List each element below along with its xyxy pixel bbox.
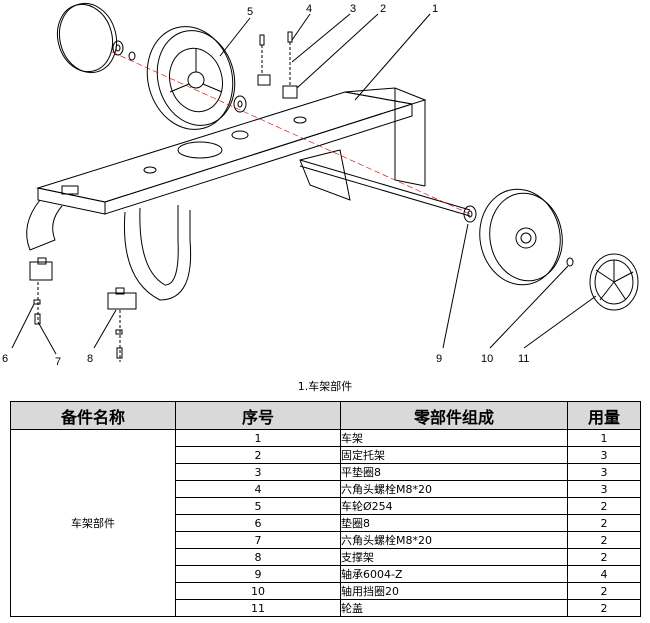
row-number: 1 [175,429,341,447]
support-legs [123,205,192,301]
row-number: 6 [175,514,341,532]
row-part: 车轮Ø254 [340,497,568,515]
callout-3: 3 [350,3,356,15]
row-number: 9 [175,565,341,583]
left-bearing [112,40,124,56]
row-number: 7 [175,531,341,549]
row-qty: 3 [567,446,641,464]
row-part: 垫圈8 [340,514,568,532]
retaining-ring [566,257,574,267]
left-retainer [128,51,136,61]
table-row: 3 平垫圈8 3 [11,463,641,481]
table-row: 11 轮盖 2 [11,599,641,617]
table-header-row: 备件名称 序号 零部件组成 用量 [10,401,641,430]
table-row: 4 六角头螺栓M8*20 3 [11,480,641,498]
row-qty: 3 [567,480,641,498]
header-number: 序号 [175,401,341,430]
support-bracket-left [29,257,53,325]
row-part: 轴承6004-Z [340,565,568,583]
callout-6: 6 [2,353,8,365]
callout-1: 1 [432,3,438,15]
row-number: 11 [175,599,341,617]
left-wheel [146,26,236,130]
row-qty: 2 [567,497,641,515]
rear-leg-left [26,199,63,251]
fixing-bracket [257,31,298,99]
row-part: 轴用挡圈20 [340,582,568,600]
right-wheel-cover [589,253,639,311]
parts-table: 备件名称 序号 零部件组成 用量 车架部件 1 车架 1 2 固定托架 3 3 … [10,401,641,617]
row-qty: 2 [567,514,641,532]
callout-5: 5 [247,6,253,18]
row-number: 8 [175,548,341,566]
right-wheel [479,188,563,286]
group-name-cell: 车架部件 [10,429,176,617]
row-part: 六角头螺栓M8*20 [340,480,568,498]
row-part: 六角头螺栓M8*20 [340,531,568,549]
row-number: 2 [175,446,341,464]
header-part-name: 备件名称 [10,401,176,430]
row-part: 轮盖 [340,599,568,617]
callout-7: 7 [55,356,61,365]
figure-caption: 1.车架部件 [297,380,353,393]
row-number: 10 [175,582,341,600]
header-components: 零部件组成 [340,401,568,430]
frame [36,87,427,215]
callout-9: 9 [436,353,442,365]
header-quantity: 用量 [567,401,641,430]
exploded-view-diagram: 1 2 3 4 5 6 7 8 9 10 11 [2,2,639,365]
row-part: 支撑架 [340,548,568,566]
row-qty: 2 [567,582,641,600]
row-part: 平垫圈8 [340,463,568,481]
row-qty: 4 [567,565,641,583]
callout-11: 11 [518,353,529,365]
axle [299,159,471,211]
callout-4: 4 [306,3,312,15]
left-wheel-cover [56,2,118,74]
row-number: 4 [175,480,341,498]
support-bracket-right [107,287,137,362]
right-bearing [463,205,477,223]
table-row: 9 轴承6004-Z 4 [11,565,641,583]
table-row: 8 支撑架 2 [11,548,641,566]
row-qty: 2 [567,548,641,566]
table-row: 10 轴用挡圈20 2 [11,582,641,600]
callout-10: 10 [481,353,493,365]
row-qty: 2 [567,531,641,549]
row-qty: 2 [567,599,641,617]
row-part: 固定托架 [340,446,568,464]
callout-8: 8 [87,353,93,365]
callout-2: 2 [380,3,386,15]
row-qty: 1 [567,429,641,447]
row-number: 5 [175,497,341,515]
row-part: 车架 [340,429,568,447]
row-qty: 3 [567,463,641,481]
table-row: 车架部件 1 车架 1 [10,429,641,617]
row-number: 3 [175,463,341,481]
